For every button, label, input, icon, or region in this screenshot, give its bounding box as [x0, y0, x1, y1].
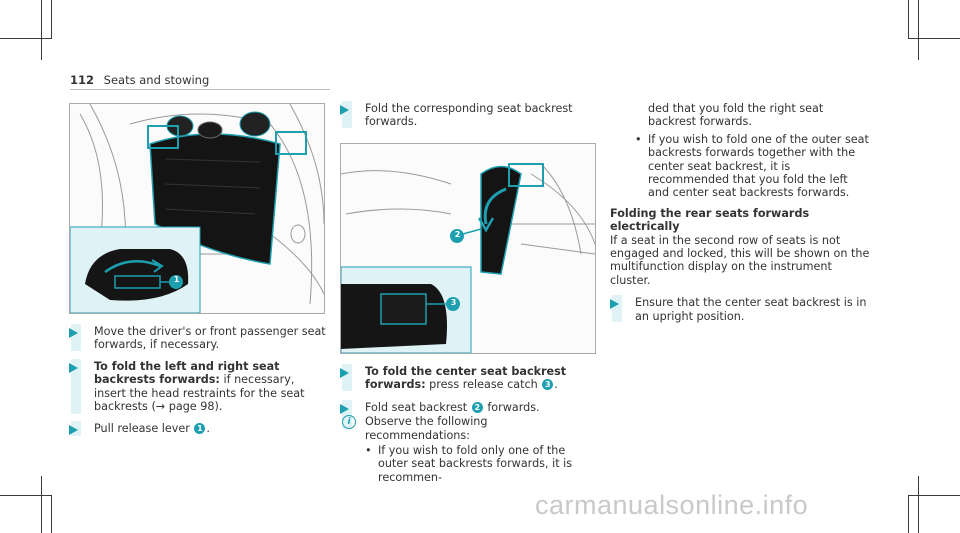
step-arrow-icon [340, 402, 350, 414]
step-fold-center: To fold the center seat backrest forward… [340, 365, 595, 392]
section-paragraph: If a seat in the second row of seats is … [610, 233, 870, 287]
crop-mark [41, 476, 42, 533]
info-icon: i [342, 415, 356, 430]
crop-mark [918, 0, 919, 60]
step-ensure-upright: Ensure that the center seat backrest is … [610, 296, 872, 323]
step-fold-backrest: Fold seat backrest 2 forwards. [340, 401, 595, 414]
list-item: • If you wish to fold one of the outer s… [635, 132, 869, 200]
page-number: 112 [70, 73, 95, 87]
step-arrow-icon [69, 326, 79, 338]
figure-center-backrest: 2 3 [340, 143, 596, 354]
step-fold-left-right: To fold the left and right seat backrest… [69, 360, 329, 414]
crop-mark [908, 495, 909, 533]
step-arrow-icon [610, 297, 620, 310]
crop-mark [41, 0, 42, 60]
crop-mark [918, 476, 919, 533]
list-item-continued: ded that you fold the right seat backres… [648, 102, 824, 129]
note-recommendations: i Observe the following recommendations: [340, 415, 595, 442]
step-arrow-icon [340, 366, 350, 378]
crop-mark [51, 0, 52, 38]
crop-mark [908, 495, 960, 496]
column-2-bottom: To fold the center seat backrest forward… [340, 364, 595, 484]
callout-badge: 1 [194, 423, 206, 435]
callout-3: 3 [450, 298, 457, 307]
page-section-title: Seats and stowing [103, 73, 210, 87]
crop-mark [908, 38, 960, 39]
callout-badge: 3 [542, 379, 554, 391]
step-arrow-icon [69, 361, 79, 373]
step-arrow-icon [340, 103, 350, 115]
column-1: Move the driver's or front passenger sea… [69, 324, 329, 437]
step-arrow-icon [69, 423, 79, 436]
bullet-icon: • [635, 132, 642, 146]
crop-mark [51, 495, 52, 533]
crop-mark [0, 38, 52, 39]
crop-mark [908, 0, 909, 38]
figure-rear-seats-illustration [70, 104, 324, 313]
page-reference[interactable]: (→ page 98). [151, 400, 223, 414]
callout-badge: 2 [471, 401, 483, 413]
watermark: carmanualsonline.info [535, 490, 809, 520]
step-pull-lever: Pull release lever 1. [69, 422, 329, 436]
crop-mark [0, 495, 52, 496]
column-2-top: Fold the corresponding seat backrest for… [340, 101, 595, 129]
column-3: ded that you fold the right seat backres… [610, 102, 872, 323]
step-move-seat: Move the driver's or front passenger sea… [69, 325, 329, 352]
page-header: 112 Seats and stowing [70, 73, 209, 87]
callout-1: 1 [173, 275, 180, 284]
bullet-icon: • [365, 444, 372, 458]
callout-2: 2 [454, 230, 461, 239]
step-fold-corresponding: Fold the corresponding seat backrest for… [340, 102, 595, 129]
figure-center-backrest-illustration [341, 163, 595, 353]
header-divider [70, 89, 330, 90]
list-item: • If you wish to fold only one of the ou… [365, 444, 573, 484]
section-heading: Folding the rear seats forwards electric… [610, 206, 810, 234]
figure-left-right-backrests: 1 [69, 103, 325, 314]
